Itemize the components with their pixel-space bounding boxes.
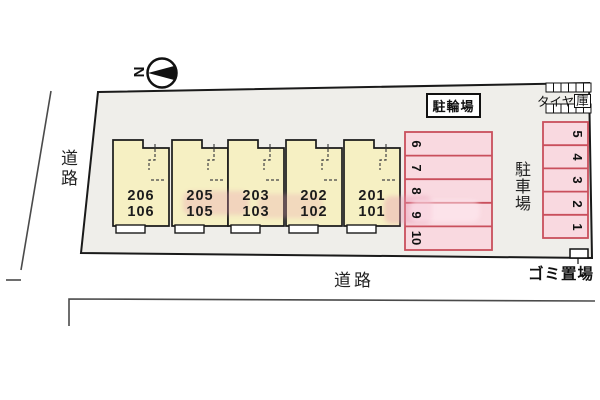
compass-north-label: N bbox=[131, 66, 148, 78]
road-label-left: 道路 bbox=[58, 149, 77, 189]
stall-number: 2 bbox=[570, 199, 585, 208]
unit-label-upper: 202 bbox=[300, 188, 328, 204]
porch bbox=[230, 224, 261, 234]
unit-label-lower: 106 bbox=[127, 204, 155, 220]
building bbox=[112, 139, 401, 234]
entrance-porches bbox=[115, 224, 377, 234]
unit-label-lower: 105 bbox=[186, 204, 214, 220]
parking-block-right bbox=[542, 121, 589, 239]
parking-area-label: 駐車場 bbox=[512, 161, 529, 212]
tire-storage-label-boxed: 庫 bbox=[574, 93, 591, 108]
unit-label-lower: 102 bbox=[300, 204, 328, 220]
stall-number: 3 bbox=[570, 176, 585, 184]
building-unit bbox=[227, 139, 285, 227]
watermark-blob bbox=[410, 200, 480, 222]
tire-storage-label-main: タイヤ bbox=[537, 95, 575, 109]
stall-number: 9 bbox=[409, 210, 424, 219]
stall-number: 6 bbox=[409, 140, 424, 148]
bicycle-parking-label: 駐輪場 bbox=[426, 93, 481, 118]
building-unit bbox=[112, 139, 170, 227]
unit-label-lower: 101 bbox=[358, 204, 386, 220]
garbage-area-label: ゴミ置場 bbox=[528, 266, 595, 283]
porch bbox=[174, 224, 205, 234]
building-unit bbox=[285, 139, 343, 227]
unit-label-upper: 203 bbox=[242, 188, 270, 204]
tire-rack bbox=[545, 82, 592, 114]
garbage-box bbox=[569, 248, 589, 264]
tire-storage-label: タイヤ 庫 bbox=[537, 91, 591, 110]
unit-label-upper: 205 bbox=[186, 188, 214, 204]
building-unit bbox=[343, 139, 401, 227]
unit-label-upper: 206 bbox=[127, 188, 155, 204]
unit-label-upper: 201 bbox=[358, 188, 386, 204]
stall-number: 4 bbox=[570, 153, 585, 161]
porch bbox=[288, 224, 319, 234]
stall-number: 1 bbox=[570, 222, 585, 231]
compass-icon bbox=[146, 57, 178, 89]
porch bbox=[115, 224, 146, 234]
stair-dashes bbox=[148, 144, 395, 181]
porch bbox=[346, 224, 377, 234]
unit-label-lower: 103 bbox=[242, 204, 270, 220]
watermark-blob bbox=[258, 194, 322, 218]
stall-number: 10 bbox=[409, 230, 424, 246]
road-line-left bbox=[6, 90, 52, 281]
watermark-blob bbox=[183, 191, 249, 215]
stall-number: 5 bbox=[570, 130, 585, 138]
stall-number: 7 bbox=[409, 163, 424, 172]
road-line-bottom bbox=[68, 298, 596, 326]
road-label-bottom: 道路 bbox=[334, 271, 374, 290]
stall-number: 8 bbox=[409, 187, 424, 195]
